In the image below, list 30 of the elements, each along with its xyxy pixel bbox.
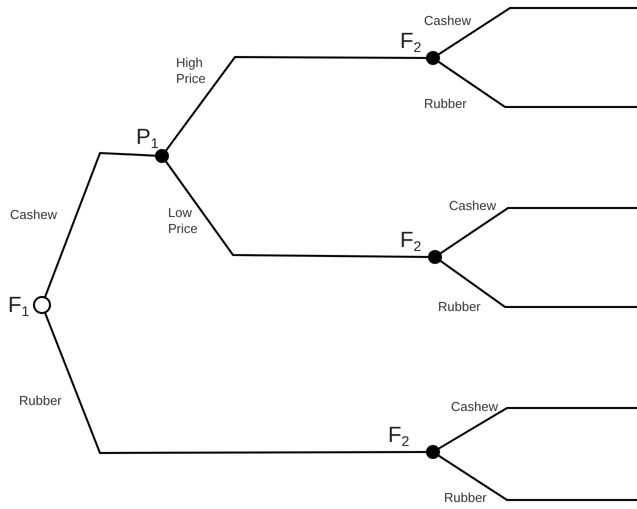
node-label: P$_{1}$ [136,126,158,148]
edge-label: Cashew [451,399,497,415]
branch-line [439,207,637,254]
decision-dot [428,250,442,264]
branch-line [164,56,427,152]
node-label: F$_{1}$ [8,294,30,316]
branch-line [438,407,637,450]
node-label: F$_{2}$ [388,424,410,446]
branch-line [44,152,156,298]
edge-label: Low Price [168,205,199,237]
edge-label: Cashew [424,13,470,29]
branch-line [439,260,637,308]
branch-line [164,160,429,258]
decision-dot [426,445,440,459]
edge-label: High Price [176,55,207,87]
edge-label: Rubber [438,299,482,315]
decision-dot [155,149,169,163]
edge-label: Rubber [444,490,488,506]
decision-dot [426,51,440,65]
branch-line [437,60,637,108]
branch-line [44,312,427,454]
branch-line [438,454,637,501]
edge-label: Cashew [10,207,56,223]
node-label: F$_{2}$ [400,229,422,251]
edge-label: Cashew [449,198,495,214]
branch-line [437,7,637,56]
edge-label: Rubber [424,96,468,112]
root-circle [33,296,51,314]
edge-label: Rubber [19,393,63,409]
node-label: F$_{2}$ [400,30,422,52]
